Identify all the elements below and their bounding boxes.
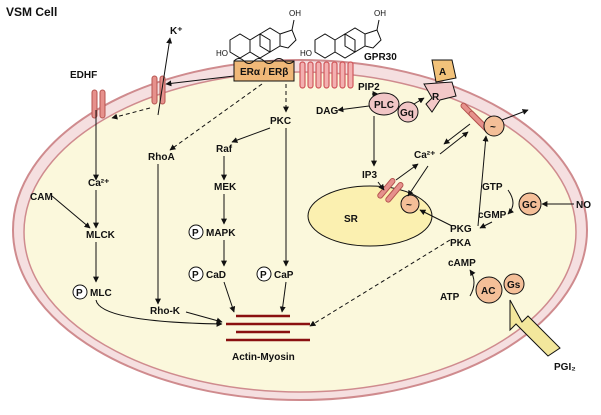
sr-label: SR — [344, 214, 359, 225]
p-label-cap: P — [260, 270, 267, 281]
arrow-pkc-raf — [231, 127, 271, 143]
atp-label: ATP — [440, 292, 460, 303]
arrow-ip3-sr — [377, 181, 385, 191]
arrow-sr-ca — [395, 163, 419, 181]
estradiol-molecule-2 — [314, 19, 382, 59]
cgmp-label: cGMP — [478, 210, 507, 221]
diagram-title: VSM Cell — [6, 5, 57, 19]
arrow-gq-ra — [413, 97, 425, 105]
er-receptor-wave — [233, 58, 295, 64]
no-label: NO — [576, 200, 591, 211]
actin-myosin-filaments — [226, 314, 310, 342]
oh-label-2: OH — [374, 9, 386, 18]
mapk-label: MAPK — [206, 228, 236, 239]
arrow-er-edhf — [165, 75, 235, 87]
pka-label: PKA — [450, 238, 471, 249]
gc-label: GC — [522, 200, 537, 211]
rhoa-label: RhoA — [148, 152, 175, 163]
mek-label: MEK — [214, 182, 237, 193]
k-efflux-arrow — [157, 37, 173, 116]
sr-pump-tilde: ~ — [406, 200, 412, 211]
arrow-cap-actin — [279, 281, 287, 313]
arrow-er-rhoa — [169, 83, 263, 151]
pathway-arrows — [51, 75, 574, 327]
ip3-label: IP3 — [362, 170, 377, 181]
arrow-rhok-actin — [185, 311, 223, 324]
edhf-label: EDHF — [70, 70, 97, 81]
ac-label: AC — [481, 286, 495, 297]
mlc-label: MLC — [90, 288, 112, 299]
mlck-label: MLCK — [86, 230, 116, 241]
arrow-pkg-sr — [419, 209, 453, 227]
actin-myosin-label: Actin-Myosin — [232, 352, 295, 363]
er-receptor-label: ERα / ERβ — [240, 67, 288, 78]
pgi2-label: PGI₂ — [554, 362, 576, 373]
arrow-ca-sr — [407, 165, 429, 197]
ho-label-2: HO — [300, 49, 312, 58]
arrow-plc-dag — [337, 105, 370, 113]
k-plus-label: K⁺ — [170, 26, 183, 37]
p-circle-cap — [256, 266, 272, 282]
p-label-mapk: P — [192, 228, 199, 239]
pump-node-right — [483, 115, 505, 137]
camp-label: cAMP — [448, 258, 476, 269]
arrow-pkg-ca — [477, 135, 489, 227]
gq-label: Gq — [400, 108, 414, 119]
gs-label: Gs — [507, 280, 521, 291]
arrow-channel-ca — [443, 123, 471, 145]
ligand-a-label: A — [439, 67, 446, 78]
cam-label: CAM — [30, 192, 53, 203]
arrow-ca-channel — [439, 131, 469, 155]
oh-label-1: OH — [289, 9, 301, 18]
gs-node — [503, 273, 525, 295]
ca-left-label: Ca²⁺ — [88, 178, 109, 189]
p-label-mlc: P — [76, 288, 83, 299]
arrow-pump-out — [501, 109, 529, 121]
p-circle-mapk — [188, 224, 204, 240]
arrow-cgmp-pkg — [479, 221, 493, 229]
gc-node — [518, 192, 542, 216]
p-label-cad: P — [192, 270, 199, 281]
plc-label: PLC — [374, 100, 394, 111]
gtp-label: GTP — [482, 182, 503, 193]
dag-label: DAG — [316, 106, 338, 117]
cad-label: CaD — [206, 270, 226, 281]
p-circle-cad — [188, 266, 204, 282]
arrow-mlc-actin — [95, 299, 223, 327]
arrow-cad-actin — [223, 281, 236, 313]
ac-node — [475, 276, 503, 304]
arrow-cam-mlck — [51, 195, 91, 229]
pkg-label: PKG — [450, 224, 472, 235]
gpr30-receptor — [299, 61, 354, 89]
arrow-gtp-cgmp — [507, 189, 514, 215]
pip2-label: PIP2 — [358, 82, 380, 93]
p-circle-mlc — [72, 284, 88, 300]
receptor-r-arrow — [423, 81, 457, 113]
gq-node — [397, 101, 419, 123]
raf-label: Raf — [216, 144, 233, 155]
arrow-atp-camp — [469, 269, 476, 297]
pump-node-right-tilde: ~ — [490, 122, 496, 133]
sr-organelle — [307, 185, 433, 247]
ligand-a-shape — [431, 59, 457, 83]
ho-label-1: HO — [216, 49, 228, 58]
rhok-label: Rho-K — [150, 306, 181, 317]
cap-label: CaP — [274, 270, 294, 281]
pkc-label: PKC — [270, 116, 291, 127]
sr-ca-channel — [377, 178, 404, 203]
plc-node — [368, 92, 400, 116]
ca-right-label: Ca²⁺ — [414, 150, 435, 161]
gpr30-label: GPR30 — [364, 52, 397, 63]
receptor-r-label: R — [432, 92, 440, 103]
pgi2-arrow — [509, 299, 561, 357]
edhf-channel — [91, 89, 106, 119]
arrow-pkg-actin — [309, 239, 451, 327]
estradiol-molecule-1 — [229, 19, 297, 59]
